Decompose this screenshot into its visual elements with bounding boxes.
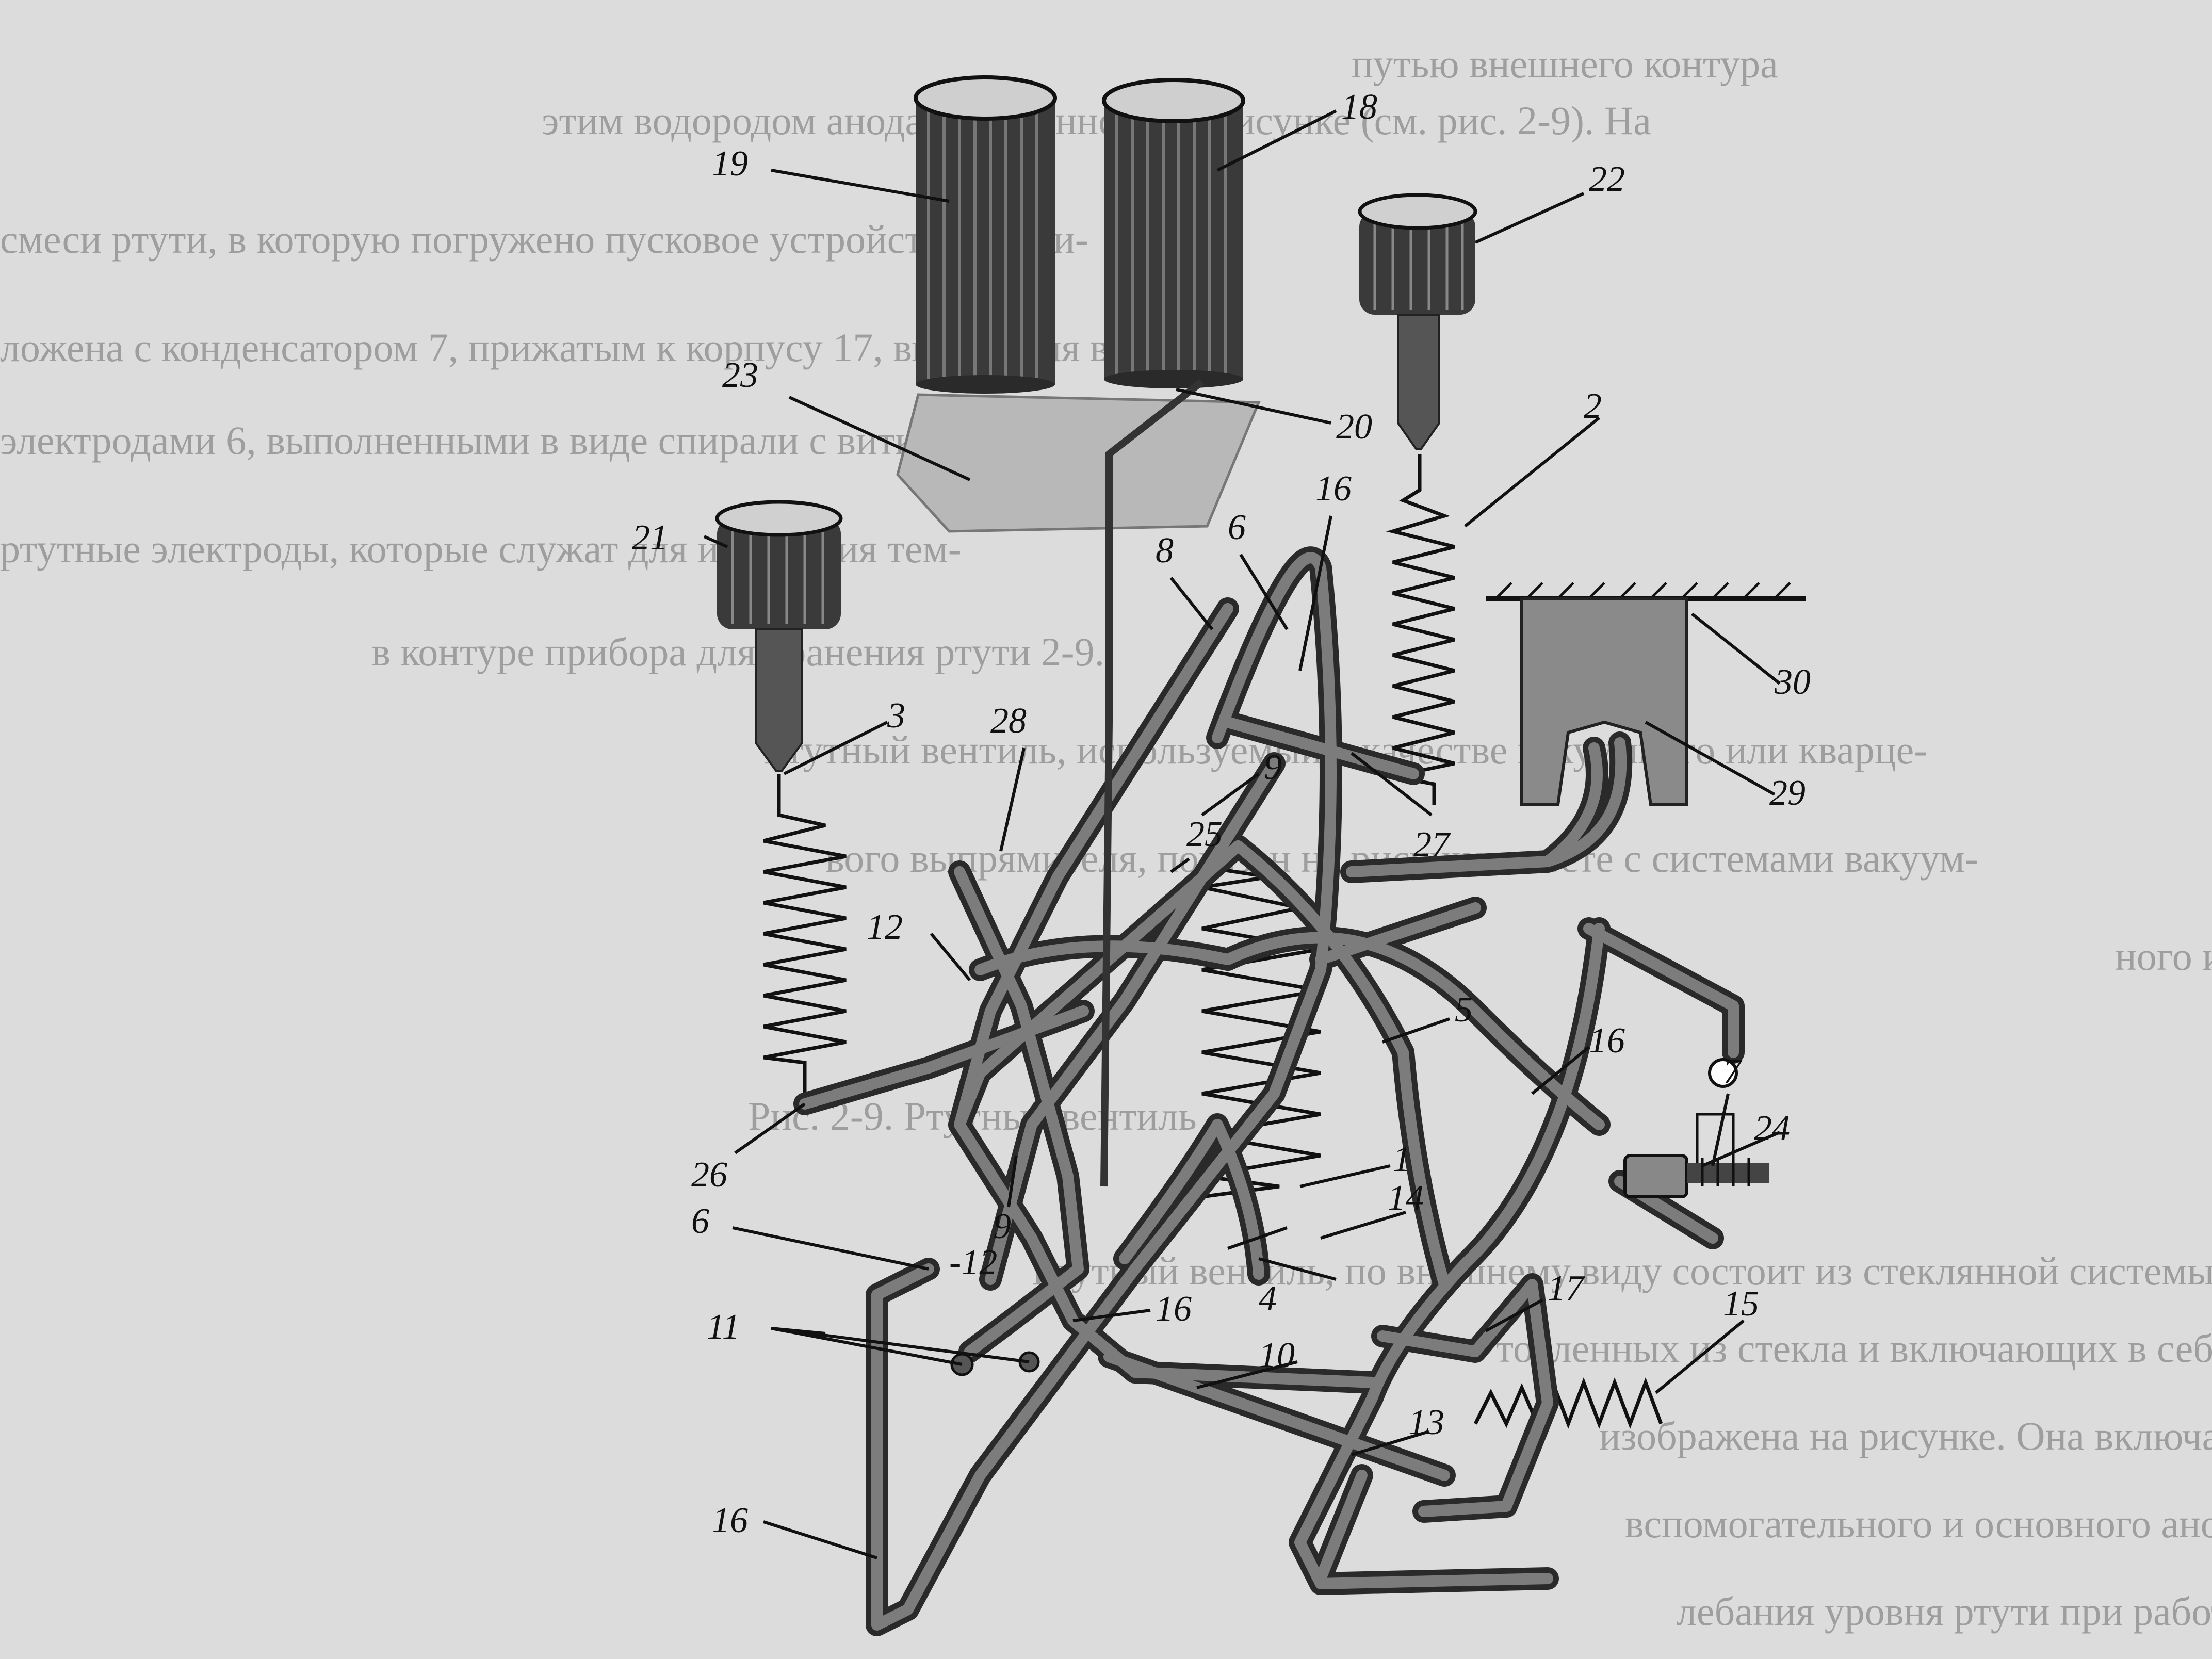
callout-19: 19 bbox=[712, 144, 748, 184]
callout-20: 20 bbox=[1336, 407, 1372, 447]
callout-8: 8 bbox=[1156, 531, 1174, 571]
callout-27: 27 bbox=[1413, 825, 1451, 865]
ceiling-mount bbox=[1486, 582, 1806, 806]
callout-30: 30 bbox=[1774, 662, 1811, 702]
callout-9b: 9 bbox=[993, 1207, 1011, 1246]
callout-29: 29 bbox=[1769, 773, 1806, 813]
bg-line-2: смеси ртути, в которую погружено пусково… bbox=[0, 217, 1088, 262]
callout-10: 10 bbox=[1259, 1336, 1295, 1375]
valve-24 bbox=[1623, 1058, 1769, 1198]
bg-line-14: вспомогательного и основного анодов, отд… bbox=[1625, 1501, 2212, 1546]
callout-23: 23 bbox=[722, 355, 758, 395]
bg-line-15: лебания уровня ртути при работе вентиля … bbox=[1677, 1589, 2212, 1634]
cylinder-18 bbox=[1102, 78, 1245, 388]
cylinder-19 bbox=[914, 75, 1057, 394]
callout-7: 7 bbox=[1723, 1052, 1743, 1092]
holder-clamp bbox=[1520, 597, 1688, 806]
callout-6a: 6 bbox=[1228, 508, 1246, 547]
callout-16d: 16 bbox=[712, 1501, 748, 1540]
callout-26: 26 bbox=[691, 1155, 727, 1195]
callout-11: 11 bbox=[707, 1307, 740, 1347]
callout-16b: 16 bbox=[1589, 1021, 1625, 1061]
bg-line-6: в контуре прибора для хранения ртути 2-9… bbox=[371, 629, 1104, 674]
callout-9a: 9 bbox=[1264, 747, 1282, 787]
plug-22 bbox=[1358, 193, 1477, 450]
callout-5: 5 bbox=[1455, 990, 1473, 1030]
bg-line-11: Ртутный вентиль, по внешнему виду состои… bbox=[1032, 1248, 2212, 1293]
callout-21: 21 bbox=[632, 518, 668, 558]
callout-15: 15 bbox=[1723, 1284, 1759, 1324]
callout-13: 13 bbox=[1408, 1403, 1444, 1442]
callout-6b: 6 bbox=[691, 1201, 709, 1241]
bg-line-1: этим водородом анода, показанного на рис… bbox=[542, 98, 1651, 143]
callout-17: 17 bbox=[1548, 1268, 1585, 1308]
callout-3: 3 bbox=[887, 696, 905, 736]
callout-24: 24 bbox=[1754, 1109, 1790, 1148]
callout-labels: 19 18 22 23 20 2 21 16 6 8 30 3 28 9 27 … bbox=[632, 87, 1811, 1540]
bg-line-9: ного и охлаждения. bbox=[2115, 934, 2212, 979]
callout-22: 22 bbox=[1589, 159, 1625, 199]
spring-2 bbox=[1386, 454, 1455, 805]
callout-25: 25 bbox=[1186, 815, 1223, 854]
callout-28: 28 bbox=[990, 701, 1027, 741]
pump-body bbox=[896, 393, 1261, 533]
callout-1: 1 bbox=[1393, 1140, 1411, 1179]
bg-line-4: электродами 6, выполненными в виде спира… bbox=[0, 418, 1039, 463]
callout-2: 2 bbox=[1584, 386, 1602, 426]
bg-line-13: изображена на рисунке. Она включает в се… bbox=[1599, 1413, 2212, 1458]
callout-12b: -12 bbox=[949, 1243, 997, 1282]
bg-line-12: товленных из стекла и включающих в себя … bbox=[1496, 1326, 2212, 1371]
callout-18: 18 bbox=[1341, 87, 1377, 127]
callout-16c: 16 bbox=[1156, 1289, 1192, 1329]
rod-20 bbox=[1100, 379, 1205, 1187]
callout-12a: 12 bbox=[867, 907, 903, 947]
bg-line-0: путью внешнего контура bbox=[1352, 41, 1778, 86]
tube-network bbox=[793, 379, 1745, 1636]
leader-lines bbox=[703, 109, 1781, 1559]
spring-3 bbox=[763, 774, 847, 1104]
callout-4: 4 bbox=[1259, 1279, 1277, 1319]
plug-21 bbox=[715, 500, 843, 772]
spring-15 bbox=[1473, 1377, 1663, 1429]
callout-16a: 16 bbox=[1315, 469, 1352, 509]
callout-14: 14 bbox=[1388, 1178, 1424, 1218]
